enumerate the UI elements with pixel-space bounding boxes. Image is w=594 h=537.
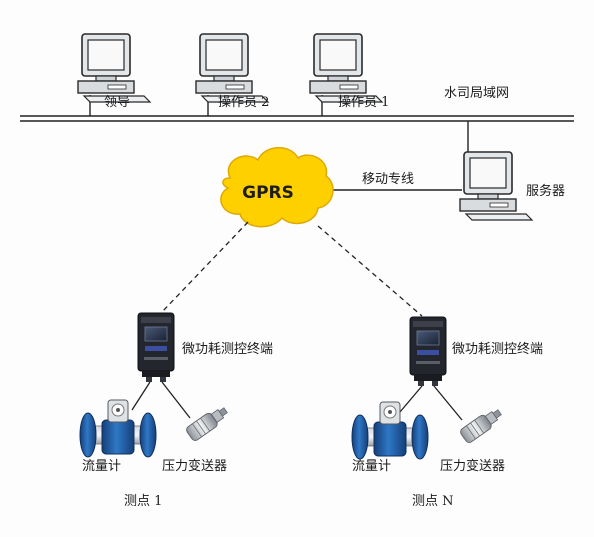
gprs-cloud-icon xyxy=(220,147,334,228)
flowmeter-1-icon xyxy=(79,399,157,458)
operator2-label: 操作员 2 xyxy=(218,95,270,110)
pressure-transmitter-n-icon xyxy=(458,405,505,445)
wireless-link-1 xyxy=(161,221,249,313)
operator1-label: 操作员 1 xyxy=(338,95,390,110)
flowmeter-n-label: 流量计 xyxy=(352,459,392,474)
site-1-label: 测点 1 xyxy=(124,494,163,509)
wireless-link-n xyxy=(317,225,423,317)
gprs-label: GPRS xyxy=(242,183,294,203)
server-computer-icon xyxy=(459,151,533,221)
transmitter-1-label: 压力变送器 xyxy=(162,459,228,474)
terminal-1-icon xyxy=(137,312,175,383)
flowmeter-1-label: 流量计 xyxy=(82,459,122,474)
leader-label: 领导 xyxy=(104,95,131,110)
flowmeter-n-icon xyxy=(351,401,429,460)
terminal-n-icon xyxy=(409,316,447,387)
server-label: 服务器 xyxy=(526,184,566,199)
pressure-transmitter-1-icon xyxy=(184,403,231,443)
dedicated-line-label: 移动专线 xyxy=(362,172,415,187)
transmitter-n-label: 压力变送器 xyxy=(440,459,506,474)
site-n-label: 测点 N xyxy=(412,494,454,509)
terminal-n-label: 微功耗测控终端 xyxy=(452,342,544,357)
lan-label: 水司局域网 xyxy=(444,86,510,101)
terminal-1-label: 微功耗测控终端 xyxy=(182,342,274,357)
